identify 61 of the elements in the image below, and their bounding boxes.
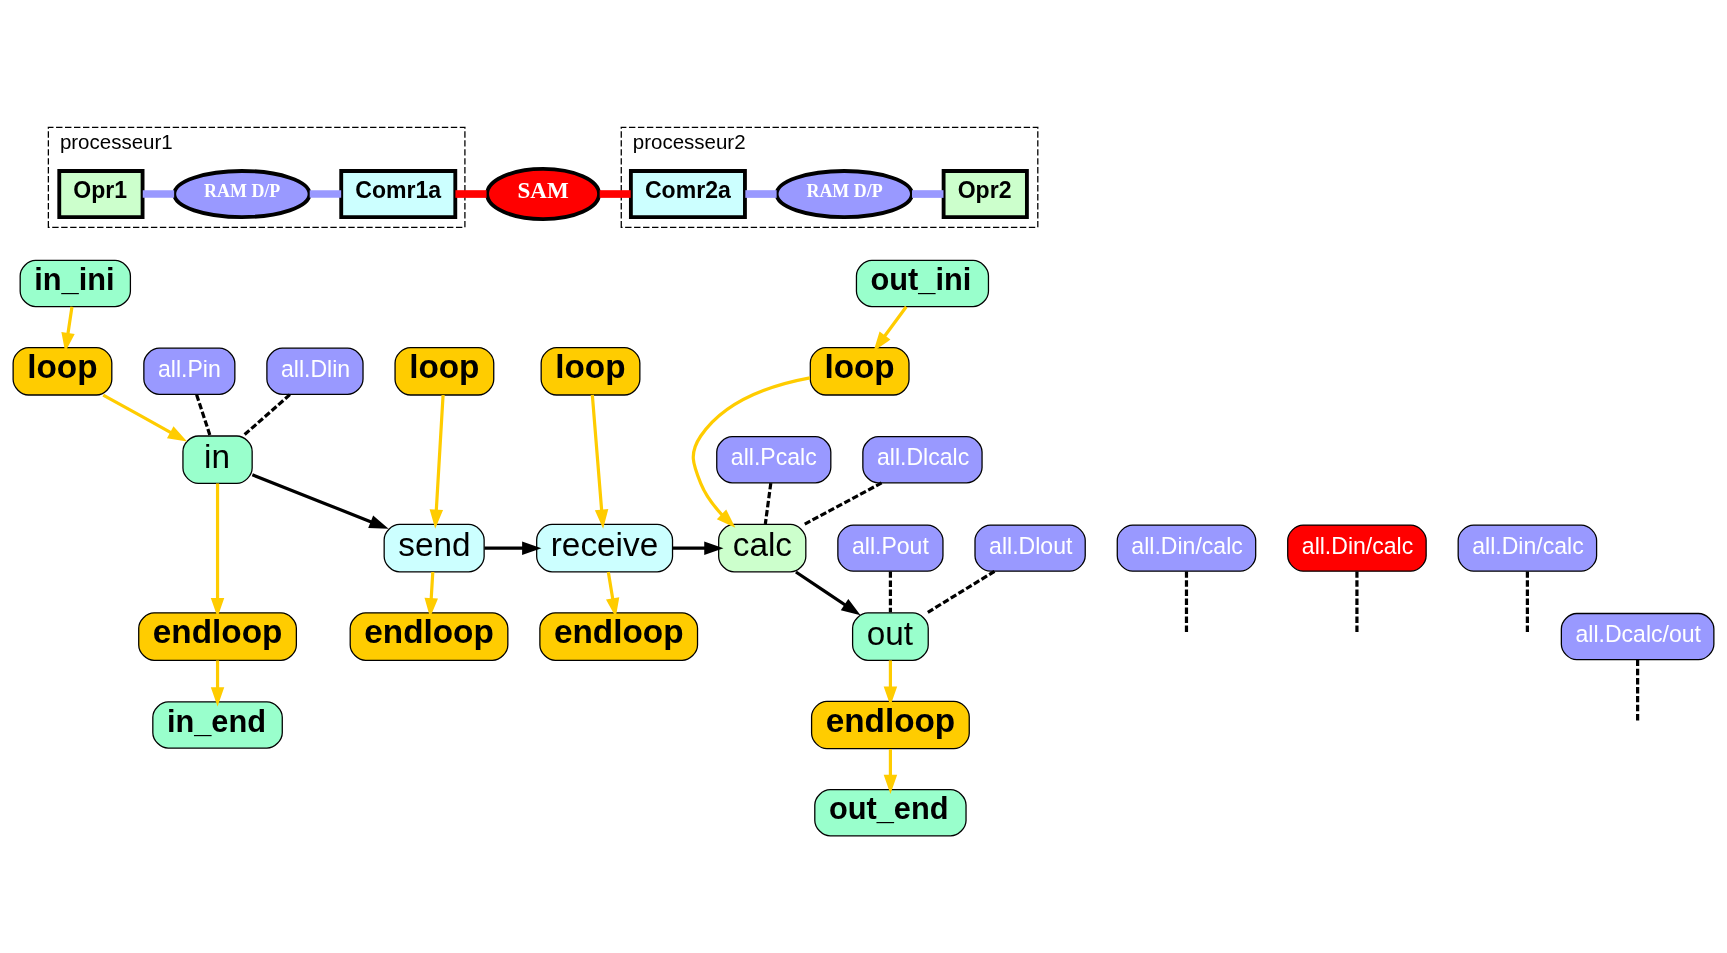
node-ellipse: RAM D/P — [172, 169, 312, 219]
connector — [1636, 659, 1640, 723]
arrow — [102, 393, 188, 442]
node-box: Comr1a — [339, 169, 458, 219]
arrow — [429, 394, 445, 529]
node-box: all.Din/calc — [1457, 524, 1598, 572]
arrow — [210, 660, 225, 707]
connector — [1184, 571, 1189, 634]
node-box: send — [383, 523, 485, 573]
node-box: endloop — [810, 700, 970, 750]
node-box: loop — [540, 346, 641, 396]
node-ellipse: RAM D/P — [774, 169, 914, 219]
node-ellipse: SAM — [485, 167, 601, 222]
arrow — [691, 376, 811, 528]
node-box: endloop — [539, 612, 699, 661]
connector — [888, 571, 892, 613]
arrow — [883, 749, 898, 795]
node-box: endloop — [349, 612, 509, 661]
node-box: in — [182, 435, 253, 485]
connector — [745, 190, 777, 198]
node-box: endloop — [138, 612, 297, 661]
connector — [242, 393, 291, 437]
arrow — [672, 541, 724, 555]
node-box: out_end — [814, 789, 967, 837]
node-box: all.Dlin — [266, 347, 364, 395]
node-box: receive — [536, 523, 674, 573]
connector — [142, 190, 175, 198]
arrow — [873, 305, 908, 352]
node-box: calc — [718, 523, 807, 573]
node-box: all.Dlcalc — [862, 436, 983, 484]
connector — [455, 190, 487, 198]
connector — [599, 190, 631, 198]
connector — [926, 569, 996, 615]
node-box: in_ini — [19, 259, 132, 308]
node-box: all.Pin — [143, 347, 236, 395]
node-box: out — [851, 612, 929, 661]
connector — [1525, 571, 1529, 634]
node-box: in_end — [152, 701, 283, 749]
connector — [912, 190, 944, 198]
node-box: all.Pout — [837, 524, 944, 572]
node-box: Comr2a — [628, 169, 747, 219]
node-box: Opr2 — [941, 169, 1029, 219]
node-box: all.Din/calc — [1287, 524, 1427, 572]
node-box: loop — [12, 346, 113, 396]
arrow — [484, 541, 542, 555]
connector — [803, 481, 883, 526]
arrow — [795, 570, 861, 616]
connector — [1355, 571, 1359, 634]
connector — [763, 482, 773, 525]
connector — [309, 190, 342, 198]
node-box: loop — [809, 346, 910, 396]
node-box: all.Din/calc — [1116, 524, 1257, 572]
connector — [195, 394, 212, 436]
node-box: Opr1 — [57, 169, 145, 219]
node-box: all.Pcalc — [716, 436, 832, 484]
node-box: loop — [394, 346, 495, 396]
arrow — [251, 473, 389, 529]
node-box: all.Dcalc/out — [1560, 612, 1715, 661]
node-box: all.Dlout — [974, 524, 1086, 572]
arrow — [590, 394, 609, 529]
node-box: out_ini — [855, 259, 990, 308]
